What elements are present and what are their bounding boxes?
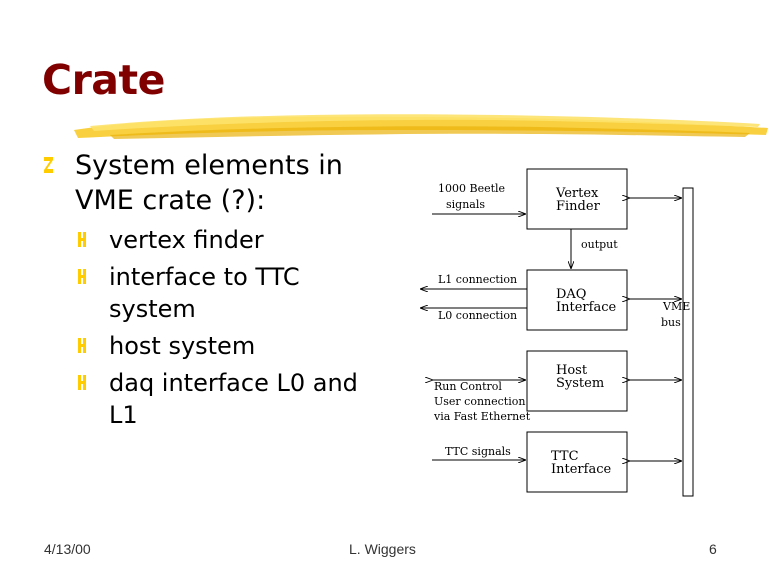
output-label: output xyxy=(581,238,618,251)
sub-bullet-host-system: host system xyxy=(44,330,374,362)
run-control-label: Run Control xyxy=(434,380,502,393)
vertex-finder-label: Finder xyxy=(556,199,601,214)
footer-page-number: 6 xyxy=(709,541,717,557)
sub-bullet-line: host system xyxy=(109,332,256,360)
run-control-label: via Fast Ethernet xyxy=(433,410,531,423)
sub-bullet-line: system xyxy=(109,295,196,323)
bullet-main-line: System elements in xyxy=(75,150,343,181)
daq-interface-label: DAQ xyxy=(556,287,586,302)
sub-bullet-vertex-finder: vertex finder xyxy=(44,224,374,256)
bullet-list: System elements in VME crate (?): vertex… xyxy=(44,148,374,431)
ttc-interface-box xyxy=(526,431,628,493)
footer-date: 4/13/00 xyxy=(44,541,91,557)
ttc-interface-label: TTC xyxy=(551,449,579,464)
slide-title: Crate xyxy=(42,56,165,104)
daq-interface-label: Interface xyxy=(556,300,616,315)
host-system-label: Host xyxy=(556,363,588,378)
vme-bus-label: bus xyxy=(661,316,681,329)
l1-connection-label: L1 connection xyxy=(438,273,517,286)
sub-bullet-daq-interface: daq interface L0 and L1 xyxy=(44,367,374,431)
daq-interface-box xyxy=(526,269,628,331)
sub-bullet-line: L1 xyxy=(109,401,138,429)
bullet-z-icon xyxy=(44,157,53,173)
sub-bullet-line: interface to TTC xyxy=(109,263,300,291)
run-control-label: User connection xyxy=(434,395,525,408)
title-underline-brush-stroke xyxy=(74,114,768,139)
sub-bullet-line: vertex finder xyxy=(109,226,264,254)
ttc-signals-label: TTC signals xyxy=(445,445,511,458)
ttc-interface-label: Interface xyxy=(551,462,611,477)
sub-bullet-line: daq interface L0 and xyxy=(109,369,358,397)
bullet-y-icon xyxy=(78,338,86,353)
l0-connection-label: L0 connection xyxy=(438,309,517,322)
vme-bus-label: VME xyxy=(662,300,690,313)
beetle-signals-label: 1000 Beetle xyxy=(438,182,505,195)
sub-bullet-ttc-interface: interface to TTC system xyxy=(44,261,374,325)
vme-bus-bar xyxy=(682,187,694,497)
footer-author: L. Wiggers xyxy=(349,541,416,557)
bullet-main-line: VME crate (?): xyxy=(75,185,266,216)
host-system-label: System xyxy=(556,376,604,391)
beetle-signals-label: signals xyxy=(446,198,485,211)
vertex-finder-box xyxy=(526,168,628,230)
bullet-main: System elements in VME crate (?): xyxy=(44,148,374,218)
bullet-y-icon xyxy=(78,232,86,247)
vertex-finder-label: Vertex xyxy=(555,186,599,201)
bullet-y-icon xyxy=(78,269,86,284)
bullet-y-icon xyxy=(78,375,86,390)
